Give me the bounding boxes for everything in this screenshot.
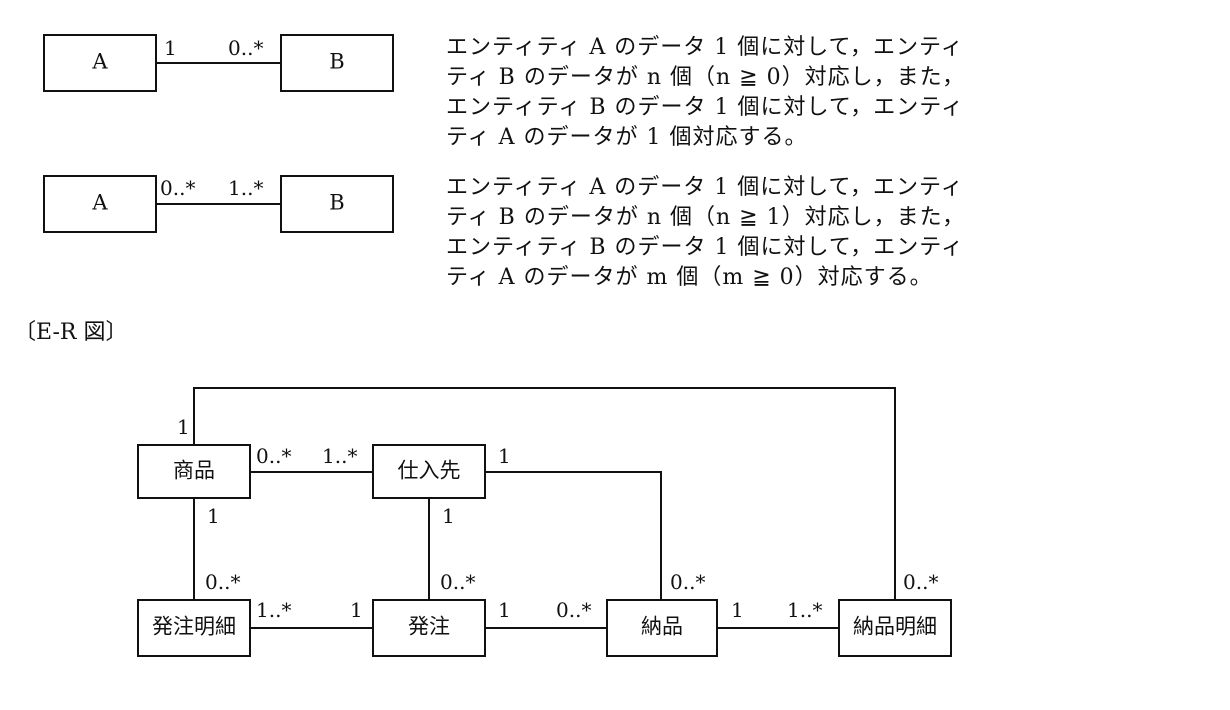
legend-2-description-line: ティ B のデータが n 個（n ≧ 1）対応し，また， [446, 205, 966, 230]
legend-1-right-multiplicity: 0..* [228, 36, 263, 60]
legend-1-left-multiplicity: 1 [164, 36, 177, 60]
legend-2-right-multiplicity: 1..* [228, 176, 263, 200]
entity-nouhin: 納品 [606, 599, 718, 657]
legend-2-description-line: エンティティ A のデータ 1 個に対して，エンティ [446, 175, 964, 200]
mult-nouhin-right: 1 [731, 598, 744, 622]
legend-2-description-line: ティ A のデータが m 個（m ≧ 0）対応する。 [446, 265, 933, 290]
legend-1-description-line: エンティティ B のデータ 1 個に対して，エンティ [446, 95, 964, 120]
legend-2-entity-b-box [280, 175, 394, 233]
legend-1-description-line: エンティティ A のデータ 1 個に対して，エンティ [446, 35, 964, 60]
mult-nouhin-meisai-top: 0..* [903, 570, 938, 594]
entity-nouhin-meisai: 納品明細 [838, 599, 952, 657]
legend-example-1: A B 1 0..* [43, 34, 394, 92]
legend-1-entity-b-label: B [329, 50, 344, 74]
legend-1-entity-b-box [280, 34, 394, 92]
mult-hacchu-meisai-top: 0..* [205, 570, 240, 594]
mult-shiiresaki-from-shohin: 1..* [322, 444, 357, 468]
mult-hacchu-meisai-right: 1..* [256, 598, 291, 622]
mult-hacchu-left: 1 [350, 598, 363, 622]
mult-nouhin-top: 0..* [670, 570, 705, 594]
mult-shohin-to-shiiresaki: 0..* [256, 444, 291, 468]
legend-2-entity-b-label: B [329, 191, 344, 215]
mult-shiiresaki-bottom: 1 [442, 504, 455, 528]
legend-1-entity-a-box [43, 34, 157, 92]
mult-shohin-top: 1 [177, 415, 190, 439]
entity-nouhin-meisai-box [838, 599, 952, 657]
legend-1-description-line: ティ B のデータが n 個（n ≧ 0）対応し，また， [446, 65, 966, 90]
er-relationship-lines [193, 387, 896, 629]
entity-nouhin-box [606, 599, 718, 657]
entity-shiiresaki-box [372, 444, 486, 499]
mult-nouhin-left: 0..* [556, 598, 591, 622]
entity-shiiresaki-label: 仕入先 [398, 459, 461, 483]
legend-2-description-line: エンティティ B のデータ 1 個に対して，エンティ [446, 235, 964, 260]
er-diagram-title: 〔E-R 図〕 [14, 320, 128, 345]
entity-shiiresaki: 仕入先 [372, 444, 486, 499]
mult-nouhin-meisai-left: 1..* [787, 598, 822, 622]
mult-shohin-bottom: 1 [207, 504, 220, 528]
er-multiplicities: 1 0..* 1..* 1 1 1 0..* 0..* 0..* 0..* 1.… [177, 415, 938, 622]
line-shiiresaki-nouhin [485, 471, 662, 600]
entity-nouhin-label: 納品 [641, 615, 683, 639]
legend-1-description: エンティティ A のデータ 1 個に対して，エンティ ティ B のデータが n … [446, 33, 1066, 153]
entity-hacchu-box [372, 599, 486, 657]
entity-nouhin-meisai-label: 納品明細 [853, 615, 937, 639]
mult-hacchu-top: 0..* [440, 570, 475, 594]
line-shohin-nouhin-meisai [193, 387, 896, 600]
entity-hacchu: 発注 [372, 599, 486, 657]
entity-hacchu-meisai-label: 発注明細 [152, 615, 236, 639]
entity-shohin-box [137, 444, 251, 499]
legend-2-description: エンティティ A のデータ 1 個に対して，エンティ ティ B のデータが n … [446, 173, 1066, 293]
entity-shohin: 商品 [137, 444, 251, 499]
legend-2-entity-a-box [43, 175, 157, 233]
legend-example-2: A B 0..* 1..* [43, 175, 394, 233]
entity-hacchu-meisai-box [137, 599, 251, 657]
entity-shohin-label: 商品 [173, 459, 215, 483]
entity-hacchu-label: 発注 [408, 615, 450, 639]
legend-2-entity-a-label: A [91, 191, 108, 215]
legend-1-description-line: ティ A のデータが 1 個対応する。 [446, 125, 808, 150]
legend-1-entity-a-label: A [91, 50, 108, 74]
mult-shiiresaki-right: 1 [498, 444, 511, 468]
mult-hacchu-right: 1 [498, 598, 511, 622]
entity-hacchu-meisai: 発注明細 [137, 599, 251, 657]
legend-2-left-multiplicity: 0..* [160, 176, 195, 200]
